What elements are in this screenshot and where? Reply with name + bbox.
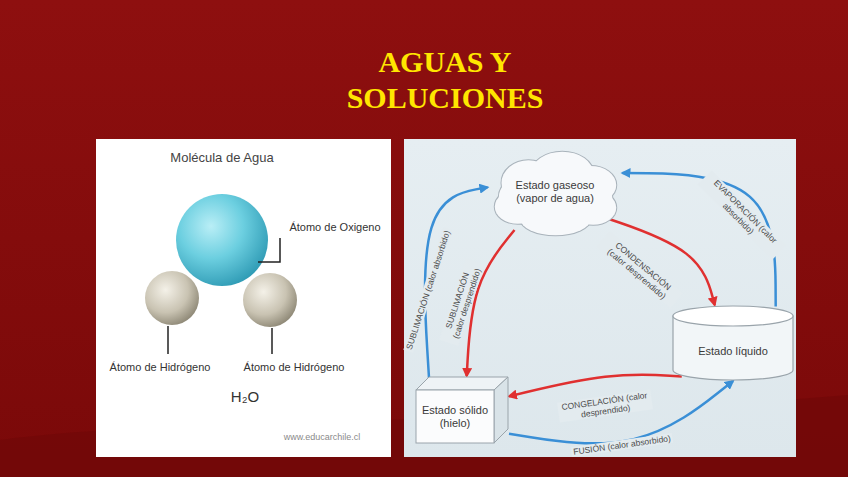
leader-line: [271, 328, 273, 354]
part-label: Átomo de Hidrógeno: [110, 361, 211, 373]
formula: H₂O: [231, 388, 259, 405]
leader-line: [167, 326, 169, 354]
cloud-puff: [520, 202, 590, 234]
cycle-panel: [404, 139, 796, 457]
molecule-panel: [96, 139, 391, 457]
state-label: Estado sólido (hielo): [419, 404, 491, 430]
hydrogen-atom: [243, 273, 297, 327]
liquid-vessel: Estado líquido: [672, 305, 794, 381]
cloud-state: Estado gaseoso (vapor de agua): [488, 145, 623, 240]
leader-line: [258, 238, 280, 262]
ice-cube: Estado sólido (hielo): [415, 376, 509, 444]
vessel-top: [673, 306, 793, 326]
state-label: Estado gaseoso (vapor de agua): [512, 179, 599, 205]
hydrogen-atom: [145, 271, 199, 325]
cloud-outline: [494, 151, 616, 235]
part-label: Átomo de Oxigeno: [289, 221, 380, 233]
heat-absorbed-arrow: [509, 381, 733, 443]
state-label: Estado líquido: [698, 345, 768, 358]
cloud-puff: [520, 202, 590, 234]
cube-front: [416, 390, 494, 443]
figure-heading: Molécula de Agua: [170, 150, 273, 165]
watermark: www.educarchile.cl: [284, 432, 361, 442]
oxygen-atom: [176, 194, 268, 286]
liquid-vessel-outline: [672, 305, 794, 381]
heat-released-arrow: [467, 230, 515, 376]
cube-top: [416, 377, 508, 390]
cube-side: [494, 377, 508, 443]
heat-released-arrow: [509, 375, 682, 397]
cloud-outline: [494, 151, 616, 235]
slide-title: AGUAS Y SOLUCIONES: [290, 44, 600, 116]
part-label: Átomo de Hidrógeno: [244, 361, 345, 373]
